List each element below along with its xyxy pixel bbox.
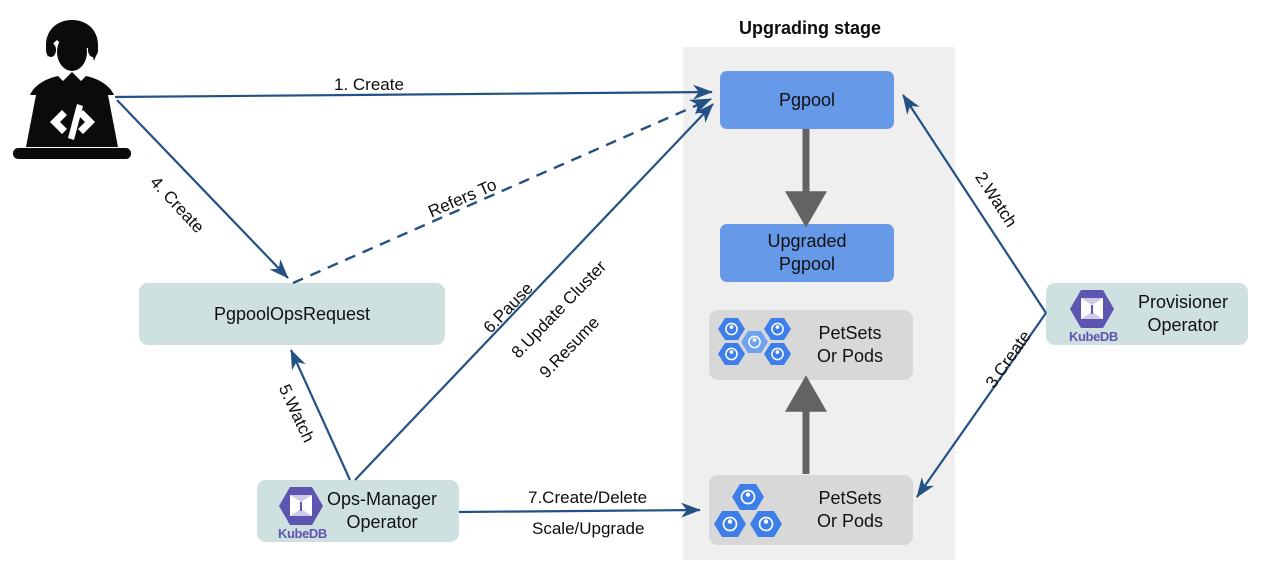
ops-manager-operator-label: Ops-Manager Operator <box>326 489 438 532</box>
pgpool-box[interactable] <box>720 71 894 129</box>
edge-label-scale-upgrade: Scale/Upgrade <box>532 519 645 538</box>
petsets-bottom-label: PetSets Or Pods <box>816 488 884 531</box>
pod-hexagon-icon-group-bottom <box>714 484 782 537</box>
pgpool-label: Pgpool <box>778 89 836 110</box>
edge-label-1-create: 1. Create <box>334 75 404 94</box>
edge-label-7-create-delete: 7.Create/Delete <box>528 488 648 507</box>
upgrading-stage-title: Upgrading stage <box>739 18 882 38</box>
upgraded-pgpool-label: Upgraded Pgpool <box>767 231 847 274</box>
upgrading-stage-container <box>683 47 955 560</box>
svg-text:KubeDB: KubeDB <box>278 526 327 541</box>
pgpoolopsrequest-box[interactable] <box>139 283 445 345</box>
edge-1-create <box>114 84 713 100</box>
edge-6-8-9-opsmanager-to-pgpool <box>354 103 714 481</box>
developer-laptop-icon <box>13 20 131 159</box>
kubedb-logo-icon-provisioner: KubeDB <box>1069 290 1118 344</box>
edge-5-watch <box>289 349 352 481</box>
edge-4-create <box>116 99 289 279</box>
edge-refers-to <box>292 97 712 285</box>
pod-hexagon-icon-group-top <box>718 318 791 365</box>
provisioner-operator-label: Provisioner Operator <box>1137 292 1229 335</box>
svg-text:KubeDB: KubeDB <box>1069 329 1118 344</box>
edge-3-create <box>916 312 1047 498</box>
kubedb-logo-icon-opsmanager: KubeDB <box>278 487 327 541</box>
petsets-top-box <box>709 310 913 380</box>
edge-7-create-delete <box>458 502 701 518</box>
petsets-top-label: PetSets Or Pods <box>816 323 884 366</box>
edge-2-watch <box>902 94 1047 314</box>
pgpoolopsrequest-label: PgpoolOpsRequest <box>213 303 371 324</box>
upgraded-pgpool-box[interactable] <box>720 224 894 282</box>
